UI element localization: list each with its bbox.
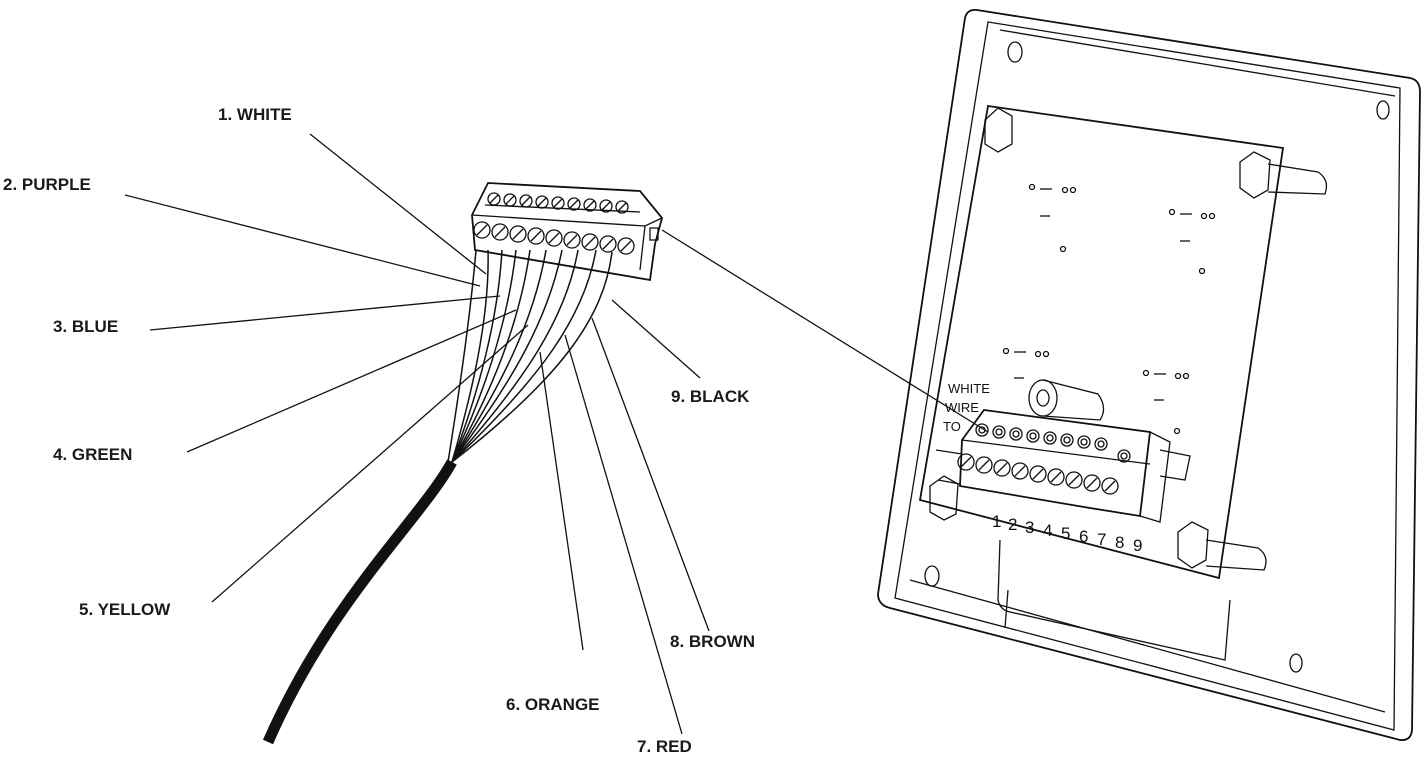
board-components	[1002, 183, 1216, 435]
label-blue: 3. BLUE	[53, 317, 118, 336]
panel-terminal-block	[935, 409, 1191, 523]
terminal-number: 2	[1008, 515, 1017, 534]
white-wire-label: WHITE WIRE TO	[943, 381, 990, 434]
panel-top-screws	[975, 423, 1131, 463]
label-red: 7. RED	[637, 737, 692, 756]
svg-text:WIRE: WIRE	[945, 400, 979, 415]
cable-jacket	[262, 459, 457, 745]
label-brown: 8. BROWN	[670, 632, 755, 651]
label-yellow: 5. YELLOW	[79, 600, 171, 619]
terminal-number: 6	[1079, 527, 1088, 546]
panel-bottom-screws	[957, 453, 1119, 495]
label-purple: 2. PURPLE	[3, 175, 91, 194]
enclosure-outer	[877, 9, 1421, 741]
terminal-number: 3	[1025, 518, 1034, 537]
cable-assembly: 1. WHITE 2. PURPLE 3. BLUE 4. GREEN 5. Y…	[3, 105, 989, 756]
mounting-bracket	[997, 539, 1231, 661]
fanned-wires	[447, 249, 613, 463]
connector-bottom-screws	[473, 221, 635, 255]
terminal-number: 1	[992, 512, 1001, 531]
svg-text:TO: TO	[943, 419, 961, 434]
leader-lines	[124, 133, 989, 735]
label-black: 9. BLACK	[671, 387, 750, 406]
connector-top-screws	[487, 192, 629, 214]
label-orange: 6. ORANGE	[506, 695, 600, 714]
standoffs	[929, 107, 1328, 571]
circuit-board	[918, 104, 1285, 580]
terminal-connector	[471, 182, 663, 282]
terminal-number: 5	[1061, 524, 1070, 543]
label-green: 4. GREEN	[53, 445, 132, 464]
terminal-numbers: 1 2 3 4 5 6 7 8 9	[992, 512, 1142, 555]
label-white: 1. WHITE	[218, 105, 292, 124]
terminal-number: 9	[1133, 536, 1142, 555]
terminal-number: 7	[1097, 530, 1106, 549]
terminal-number: 4	[1043, 521, 1052, 540]
svg-text:WHITE: WHITE	[948, 381, 990, 396]
panel-assembly: WHITE WIRE TO 1 2 3 4 5 6 7 8 9	[877, 9, 1421, 741]
terminal-number: 8	[1115, 533, 1124, 552]
